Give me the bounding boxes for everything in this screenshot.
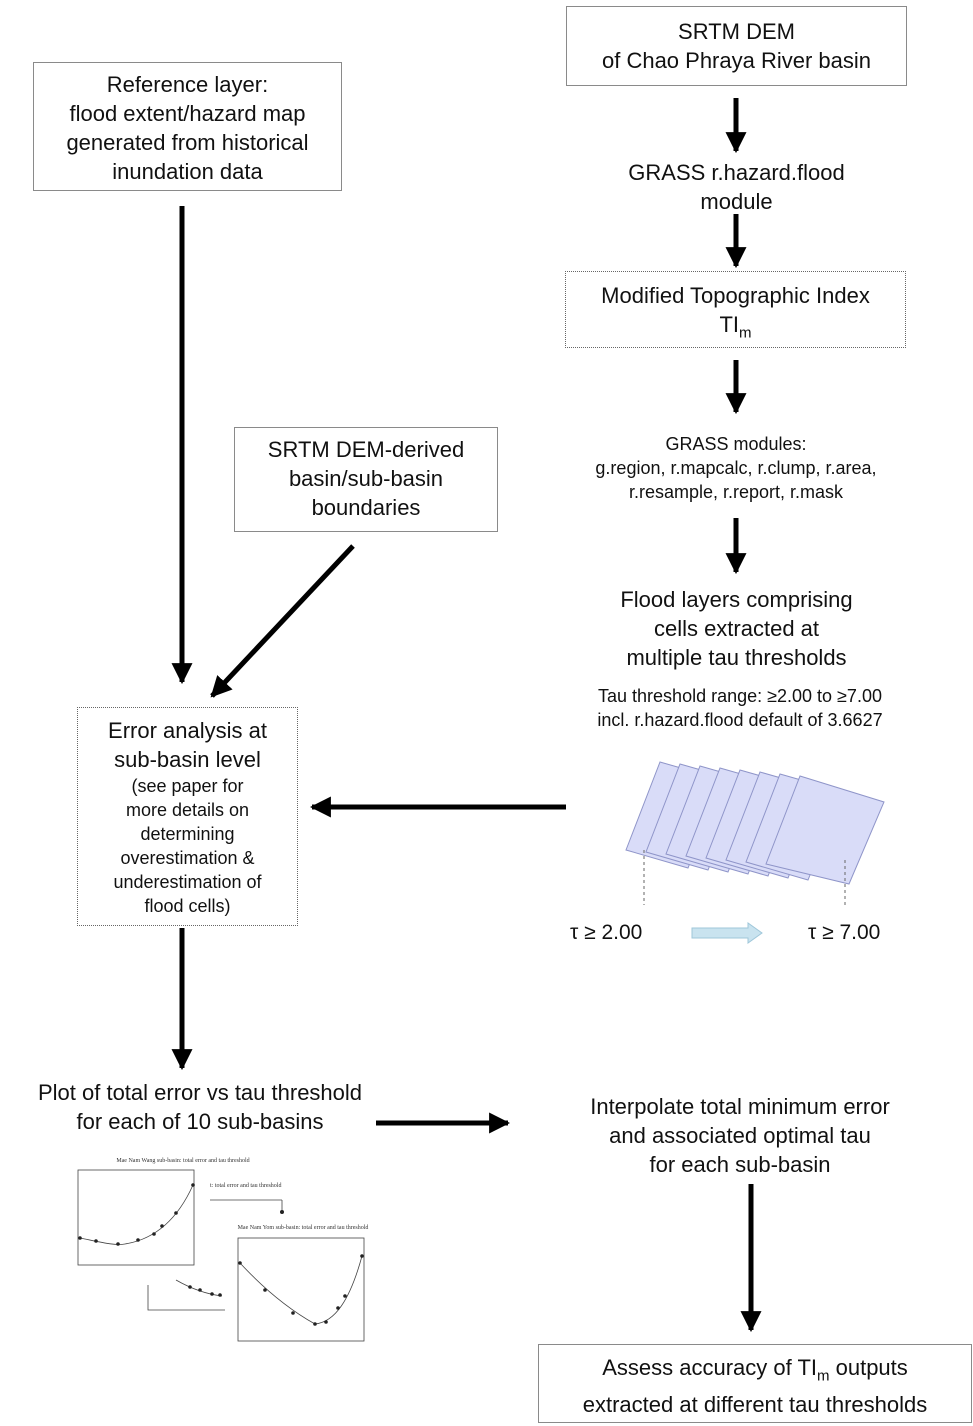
error-analysis-detail-2: more details on (125, 800, 250, 820)
reference-layer-line-2: flood extent/hazard map (69, 101, 306, 126)
reference-layer-line-3: generated from historical (66, 130, 309, 155)
interpolate-node: Interpolate total minimum error and asso… (540, 1092, 940, 1179)
grass-modules-line-3: r.resample, r.report, r.mask (628, 482, 844, 502)
reference-layer-line-1: Reference layer: (106, 72, 269, 97)
error-analysis-box: Error analysis at sub-basin level (see p… (77, 707, 298, 926)
srtm-dem-box: SRTM DEM of Chao Phraya River basin (566, 6, 907, 86)
modified-ti-symbol: TIm (566, 310, 905, 347)
thumb-plot-2 (237, 1237, 365, 1342)
flood-layers-line-1: Flood layers comprising (620, 587, 853, 612)
assess-line-1: Assess accuracy of TIm outputs (539, 1353, 971, 1390)
assess-line-1-pre: Assess accuracy of TI (602, 1355, 817, 1380)
tau-range-line-1: Tau threshold range: ≥2.00 to ≥7.00 (598, 686, 882, 706)
grass-modules-node: GRASS modules: g.region, r.mapcalc, r.cl… (546, 432, 926, 504)
error-analysis-detail-3: determining (140, 824, 235, 844)
interpolate-line-3: for each sub-basin (649, 1152, 831, 1177)
thumb-plot-1-title: Mae Nam Wang sub-basin: total error and … (116, 1158, 250, 1164)
plot-error-node: Plot of total error vs tau threshold for… (0, 1078, 400, 1136)
flood-layers-line-2: cells extracted at (653, 616, 820, 641)
grass-hazard-flood-node: GRASS r.hazard.flood module (566, 158, 907, 216)
plot-error-line-1: Plot of total error vs tau threshold (37, 1080, 363, 1105)
interpolate-line-2: and associated optimal tau (609, 1123, 871, 1148)
grass-modules-line-2: g.region, r.mapcalc, r.clump, r.area, (595, 458, 877, 478)
tau-end-label: τ ≥ 7.00 (808, 921, 881, 944)
modified-ti-line-1: Modified Topographic Index (601, 283, 870, 308)
error-analysis-title-2: sub-basin level (114, 747, 261, 772)
tau-range-note: Tau threshold range: ≥2.00 to ≥7.00 incl… (550, 684, 930, 732)
flood-layers-node: Flood layers comprising cells extracted … (566, 585, 907, 672)
tau-range-line-2: incl. r.hazard.flood default of 3.6627 (597, 710, 883, 730)
error-analysis-detail-5: underestimation of (113, 872, 262, 892)
thumb-plot-2-title: Mae Nam Yom sub-basin: total error and t… (237, 1225, 369, 1231)
srtm-dem-line-1: SRTM DEM (678, 19, 795, 44)
assess-accuracy-box: Assess accuracy of TIm outputs extracted… (538, 1344, 972, 1423)
assess-line-2: extracted at different tau thresholds (582, 1392, 928, 1418)
thumb-plot-2-curve (239, 1255, 363, 1325)
boundaries-line-1: SRTM DEM-derived (267, 437, 465, 462)
thumb-plot-1 (77, 1169, 195, 1266)
interpolate-line-1: Interpolate total minimum error (590, 1094, 890, 1119)
flood-layer-stack (625, 761, 885, 885)
srtm-dem-line-2: of Chao Phraya River basin (601, 48, 872, 73)
thumb-plot-1-points (78, 1183, 195, 1246)
boundaries-line-2: basin/sub-basin (288, 466, 444, 491)
arrow-boundaries-to-error (210, 544, 355, 698)
error-analysis-detail-1: (see paper for (131, 776, 244, 796)
error-analysis-title-1: Error analysis at (108, 718, 267, 743)
thumb-plot-2-frame (237, 1237, 365, 1342)
error-analysis-detail-6: flood cells) (144, 896, 231, 916)
plot-error-line-2: for each of 10 sub-basins (76, 1109, 324, 1134)
assess-line-1-post: outputs (829, 1355, 908, 1380)
flood-layer-sheet-8 (765, 775, 885, 885)
thumb-plot-3 (147, 1279, 225, 1311)
reference-layer-line-4: inundation data (112, 159, 263, 184)
flood-layers-line-3: multiple tau thresholds (626, 645, 847, 670)
thumb-mid-point (280, 1210, 284, 1214)
tau-direction-arrow (691, 922, 763, 944)
thumb-plot-2-points (238, 1254, 364, 1326)
basin-boundaries-box: SRTM DEM-derived basin/sub-basin boundar… (234, 427, 498, 532)
grass-hazard-line-1: GRASS r.hazard.flood (628, 160, 845, 185)
tau-start-label: τ ≥ 2.00 (570, 921, 643, 944)
ti-main: TI (719, 312, 740, 337)
grass-hazard-line-2: module (700, 189, 773, 214)
assess-ti-subscript: m (817, 1367, 830, 1385)
modified-topographic-index-box: Modified Topographic Index TIm (565, 271, 906, 348)
thumb-plot-3-points (188, 1285, 222, 1297)
grass-modules-line-1: GRASS modules: (665, 434, 807, 454)
ti-subscript: m (739, 324, 752, 342)
thumb-plot-mid (210, 1199, 283, 1210)
boundaries-line-3: boundaries (311, 495, 421, 520)
thumb-plot-1-frame (77, 1169, 195, 1266)
error-analysis-detail-4: overestimation & (120, 848, 255, 868)
reference-layer-box: Reference layer: flood extent/hazard map… (33, 62, 342, 191)
thumb-plot-mid-title: t: total error and tau threshold (210, 1183, 282, 1189)
